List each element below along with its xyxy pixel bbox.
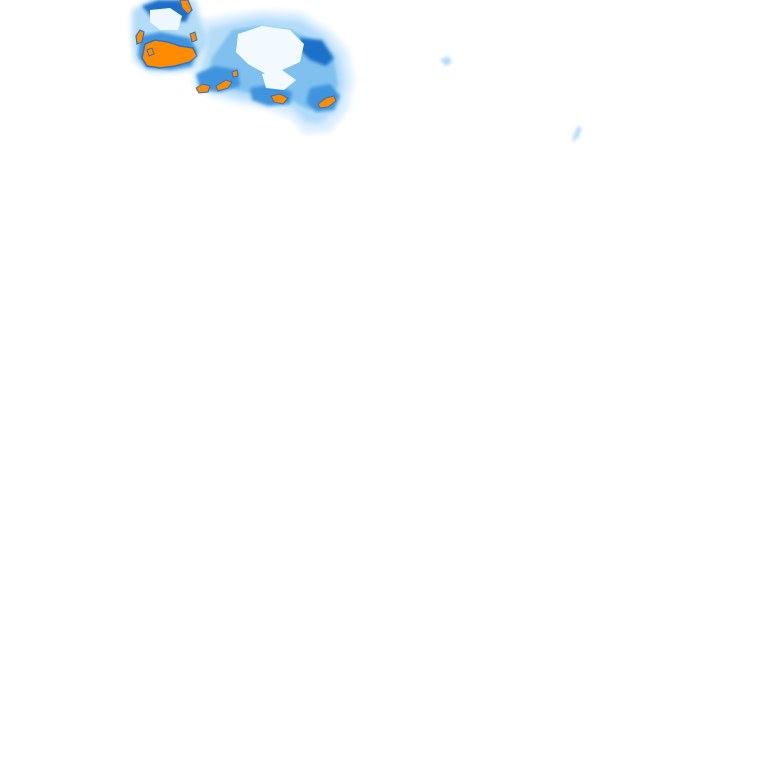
precip-core-very-heavy	[141, 39, 198, 69]
precip-cell-central	[192, 10, 354, 134]
precip-area-very-light	[440, 56, 452, 66]
precip-area-very-light	[572, 126, 582, 142]
precip-core-very-heavy	[146, 47, 155, 57]
precip-core-very-heavy	[231, 69, 239, 78]
precip-core-very-heavy	[179, 0, 193, 15]
precip-core-very-heavy	[135, 29, 145, 45]
precip-area-very-light	[262, 70, 296, 90]
precip-core-very-heavy	[195, 83, 211, 94]
precip-cell-west	[132, 0, 215, 72]
precip-area-heavy	[300, 38, 334, 66]
precip-area-very-light	[236, 26, 304, 74]
precip-core-very-heavy	[317, 95, 337, 109]
precip-area-very-light	[150, 8, 182, 30]
precip-cell-scattered	[440, 56, 582, 142]
precip-core-very-heavy	[189, 31, 198, 43]
precip-core-very-heavy	[270, 93, 289, 105]
precip-core-very-heavy	[215, 79, 233, 92]
